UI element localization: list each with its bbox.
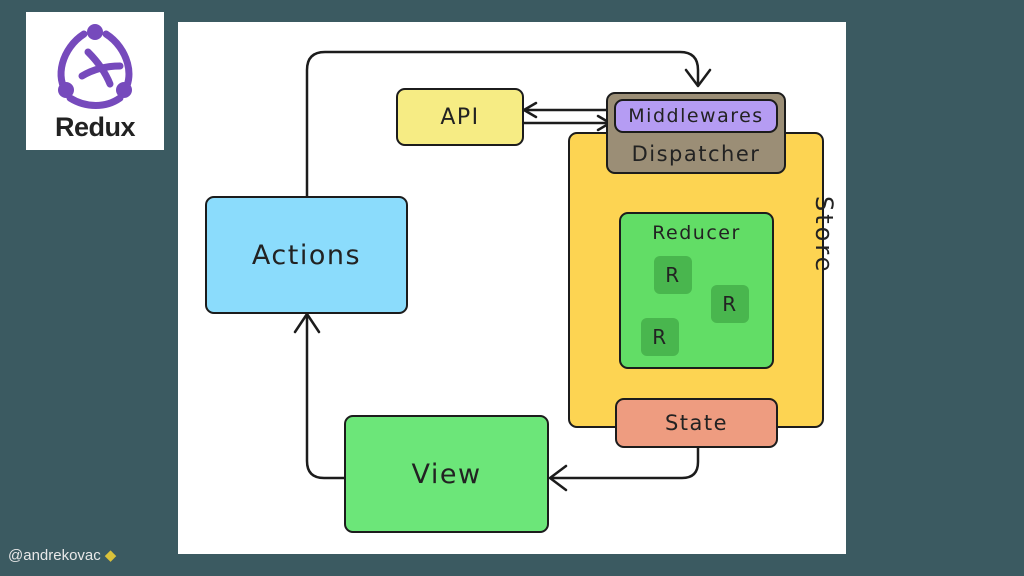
- actions-label: Actions: [251, 239, 362, 271]
- store-label: Store: [810, 196, 838, 275]
- arrow-actions-to-dispatcher: [305, 50, 700, 198]
- reducer-item: R: [711, 285, 749, 323]
- middlewares-label: Middlewares: [628, 105, 764, 127]
- redux-logo-text: Redux: [54, 112, 136, 142]
- redux-flow-diagram: Store Dispatcher Middlewares API Actions…: [178, 22, 846, 554]
- reducer-label: Reducer: [652, 222, 741, 244]
- redux-atom-icon: [57, 24, 133, 109]
- api-box: API: [396, 88, 524, 146]
- api-label: API: [440, 104, 480, 130]
- parrot-icon: ◆: [104, 547, 117, 564]
- author-credit: @andrekovac◆: [8, 546, 116, 564]
- author-handle: @andrekovac: [8, 547, 101, 564]
- reducer-item: R: [654, 256, 692, 294]
- state-box: State: [615, 398, 778, 448]
- redux-logo: Redux: [26, 12, 164, 150]
- arrow-view-to-actions: [305, 314, 346, 480]
- state-label: State: [664, 411, 729, 435]
- view-label: View: [411, 458, 482, 490]
- arrow-state-to-view: [550, 446, 700, 480]
- dispatcher-label: Dispatcher: [631, 142, 761, 166]
- actions-box: Actions: [205, 196, 408, 314]
- reducer-item: R: [641, 318, 679, 356]
- middlewares-box: Middlewares: [614, 99, 778, 133]
- view-box: View: [344, 415, 549, 533]
